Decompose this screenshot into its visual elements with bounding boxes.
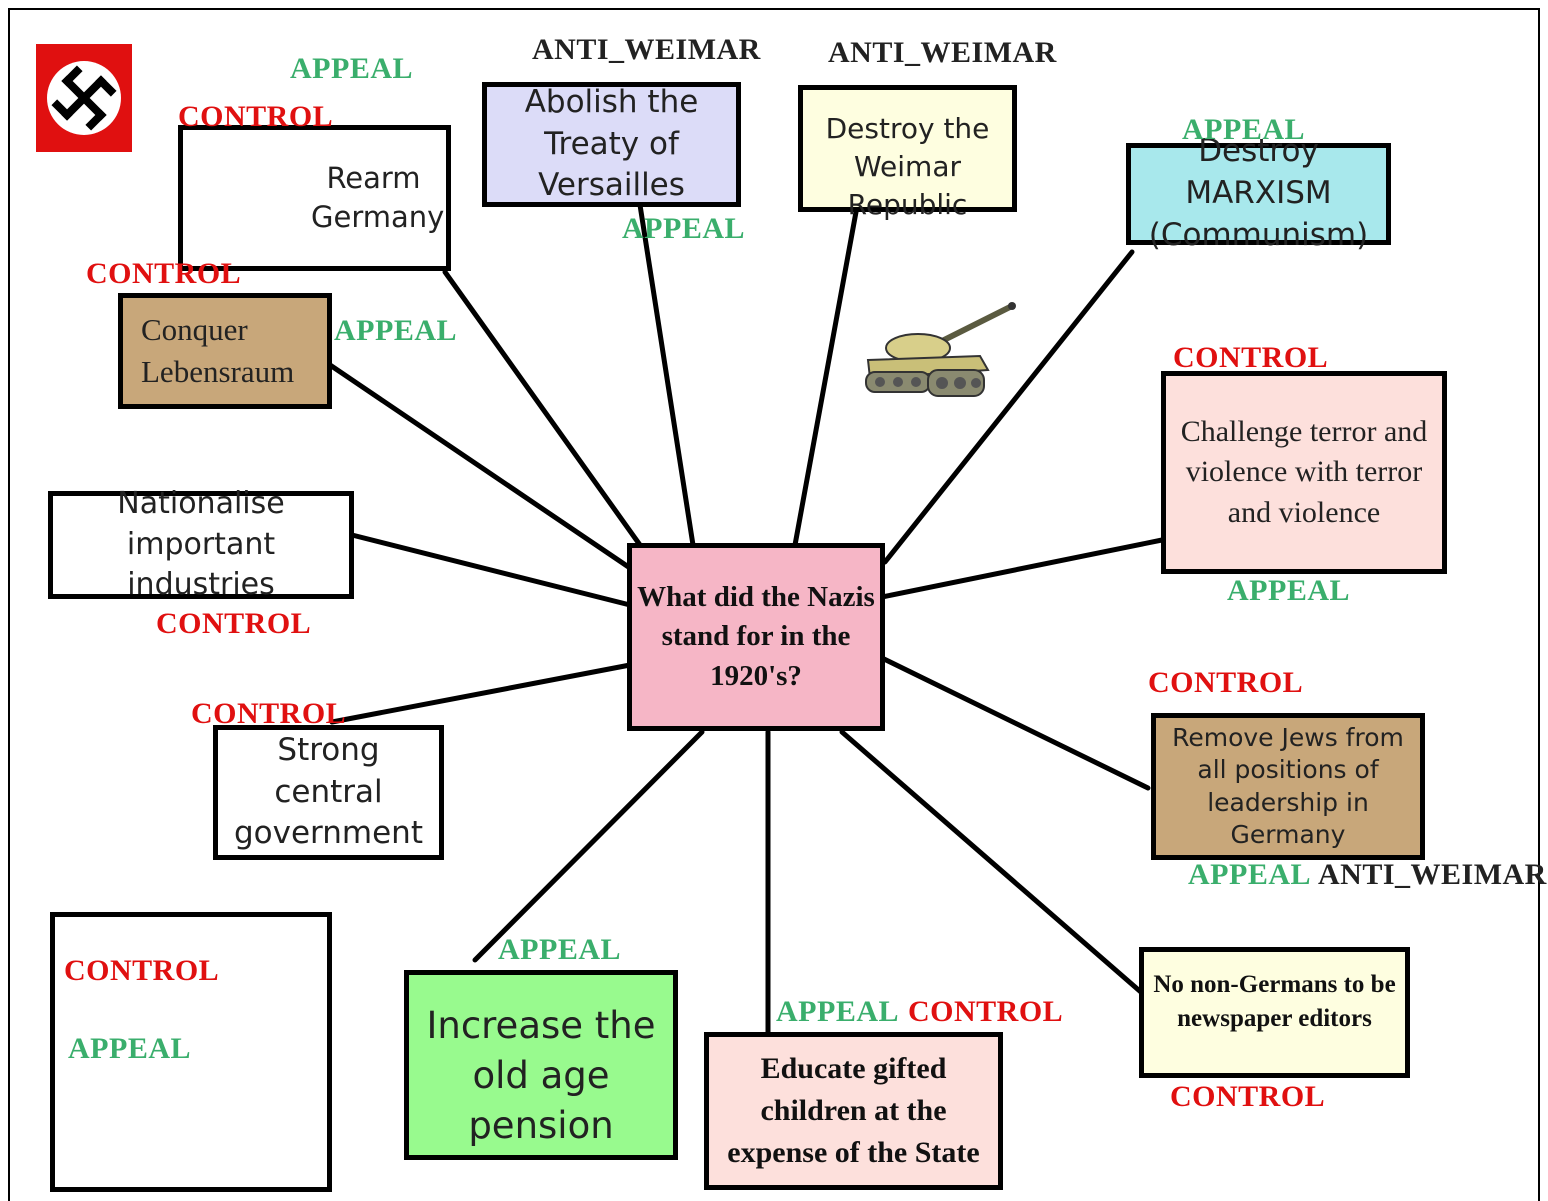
anti-weimar-tag: ANTI_WEIMAR (828, 36, 1057, 69)
connector-marxism (882, 249, 1135, 565)
appeal-tag: APPEAL (622, 212, 745, 245)
nationalise-industries-text: Nationalise important industries (117, 486, 285, 603)
nationalise-industries-box: Nationalise important industries (48, 486, 354, 602)
control-tag: CONTROL (1148, 666, 1304, 699)
conquer-lebensraum-text: Conquer Lebensraum (141, 312, 295, 389)
key-box (50, 912, 332, 1192)
appeal-tag: APPEAL (334, 314, 457, 347)
educate-children-text: Educate gifted children at the expense o… (727, 1052, 980, 1169)
strong-government-text: Strong central government (234, 731, 423, 852)
old-age-pension-text: Increase the old age pension (426, 1004, 656, 1147)
appeal-tag: APPEAL (1227, 574, 1350, 607)
destroy-weimar-box: Destroy the Weimar Republic (798, 85, 1017, 221)
connector-terror (879, 537, 1165, 600)
central-question-text: What did the Nazis stand for in the 1920… (637, 581, 875, 692)
connector-central (329, 662, 633, 725)
connector-lebensraum (327, 362, 633, 571)
anti-weimar-tag: ANTI_WEIMAR (1318, 858, 1547, 891)
tank-icon (865, 302, 1016, 397)
destroy-marxism-text: Destroy MARXISM (Communism) (1148, 133, 1369, 253)
challenge-terror-box: Challenge terror and violence with terro… (1161, 371, 1447, 574)
connector-nationalise (349, 532, 633, 608)
control-tag: CONTROL (191, 697, 347, 730)
connector-rearm (442, 269, 643, 548)
connector-versailles (637, 202, 696, 548)
appeal-tag: APPEAL (1188, 858, 1311, 891)
control-tag: CONTROL (908, 995, 1064, 1028)
control-tag: CONTROL (178, 100, 334, 133)
connector-newspaper (839, 729, 1145, 996)
control-tag: CONTROL (1170, 1080, 1326, 1113)
destroy-weimar-text: Destroy the Weimar Republic (825, 112, 990, 221)
abolish-versailles-text: Abolish the Treaty of Versailles (524, 83, 699, 204)
newspaper-editors-text: No non-Germans to be newspaper editors (1153, 971, 1396, 1032)
connector-pension (472, 729, 705, 963)
rearm-germany-box: Rearm Germany (178, 125, 451, 271)
conquer-lebensraum-box: Conquer Lebensraum (118, 293, 332, 409)
appeal-tag: APPEAL (498, 933, 621, 966)
connector-jews (879, 655, 1151, 791)
strong-government-box: Strong central government (213, 725, 444, 860)
old-age-pension-box: Increase the old age pension (404, 970, 678, 1160)
remove-jews-box: Remove Jews from all positions of leader… (1151, 713, 1425, 860)
swastika-flag-icon (36, 44, 132, 152)
challenge-terror-text: Challenge terror and violence with terro… (1180, 414, 1428, 529)
appeal-tag: APPEAL (776, 995, 899, 1028)
connector-weimar (792, 209, 859, 548)
central-question-box: What did the Nazis stand for in the 1920… (627, 543, 885, 731)
remove-jews-text: Remove Jews from all positions of leader… (1172, 722, 1404, 850)
rearm-germany-text: Rearm Germany (311, 160, 445, 234)
newspaper-editors-box: No non-Germans to be newspaper editors (1139, 947, 1410, 1078)
control-tag: CONTROL (1173, 341, 1329, 374)
page-frame (8, 8, 1540, 1201)
appeal-tag: APPEAL (68, 1032, 191, 1065)
appeal-tag: APPEAL (290, 52, 413, 85)
control-tag: CONTROL (156, 607, 312, 640)
destroy-marxism-box: Destroy MARXISM (Communism) (1126, 133, 1391, 253)
anti-weimar-tag: ANTI_WEIMAR (532, 33, 761, 66)
educate-children-box: Educate gifted children at the expense o… (704, 1032, 1003, 1190)
control-tag: CONTROL (64, 954, 220, 987)
abolish-versailles-box: Abolish the Treaty of Versailles (482, 82, 741, 207)
appeal-tag: APPEAL (1182, 113, 1305, 146)
control-tag: CONTROL (86, 257, 242, 290)
